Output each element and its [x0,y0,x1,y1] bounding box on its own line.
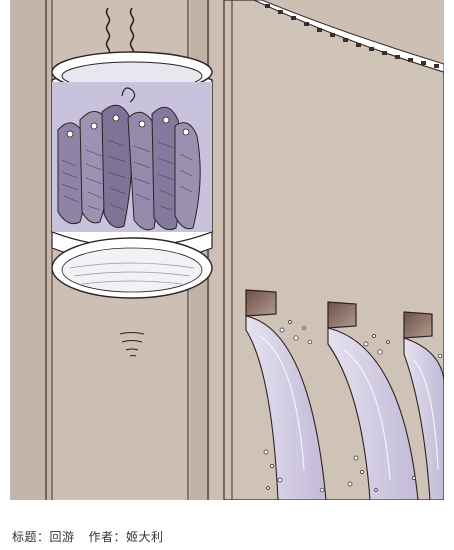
water-droplets [263,320,443,493]
caption-title-label: 标题： [12,530,50,544]
shaft-left-column [10,0,50,500]
caption-author-label: 作者： [88,530,127,544]
caption-title: 回游 [49,530,75,544]
caption-author: 姬大利 [126,530,164,544]
spillway-gates [245,289,433,339]
fish-group [57,104,201,231]
dam-railing [265,4,439,68]
fish-lift-tank [51,51,213,299]
water-spill [245,315,444,500]
image-caption: 标题：回游作者：姬大利 [12,528,164,545]
dam-crest [253,0,444,73]
cartoon-illustration [10,0,444,500]
motion-lines [119,332,145,357]
dam-fish-lift-scene [10,0,444,500]
dam-body [223,0,444,500]
